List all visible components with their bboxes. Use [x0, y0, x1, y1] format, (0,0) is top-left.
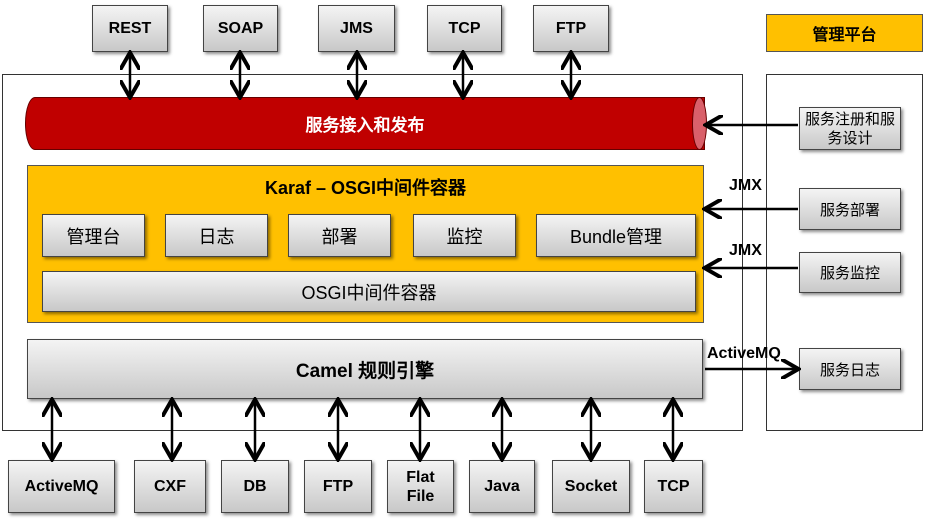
service-bus-cylinder: 服务接入和发布 — [25, 97, 705, 150]
module-console: 管理台 — [42, 214, 145, 257]
service-bus-label: 服务接入和发布 — [305, 116, 425, 135]
module-monitor: 监控 — [413, 214, 516, 257]
protocol-rest: REST — [92, 5, 168, 52]
platform-log: 服务日志 — [799, 348, 901, 390]
activemq-label: ActiveMQ — [707, 345, 781, 362]
camel-engine: Camel 规则引擎 — [27, 339, 703, 399]
module-deploy: 部署 — [288, 214, 391, 257]
jmx-label-deploy: JMX — [729, 177, 762, 194]
osgi-container: OSGI中间件容器 — [42, 271, 696, 312]
platform-register-label: 服务注册和服务设计 — [804, 110, 895, 147]
protocol-ftp: FTP — [533, 5, 609, 52]
endpoint-cxf: CXF — [134, 460, 206, 513]
module-bundle: Bundle管理 — [536, 214, 696, 257]
endpoint-tcp: TCP — [644, 460, 703, 513]
endpoint-socket: Socket — [552, 460, 630, 513]
endpoint-ftp: FTP — [304, 460, 372, 513]
platform-deploy: 服务部署 — [799, 188, 901, 230]
karaf-title: Karaf – OSGI中间件容器 — [264, 178, 467, 198]
platform-monitor: 服务监控 — [799, 252, 901, 293]
module-log: 日志 — [165, 214, 268, 257]
endpoint-java: Java — [469, 460, 535, 513]
management-platform-title: 管理平台 — [766, 14, 923, 52]
platform-register: 服务注册和服务设计 — [799, 107, 901, 150]
endpoint-db: DB — [221, 460, 289, 513]
endpoint-activemq: ActiveMQ — [8, 460, 115, 513]
endpoint-flat-file: Flat File — [387, 460, 454, 513]
jmx-label-monitor: JMX — [729, 242, 762, 259]
